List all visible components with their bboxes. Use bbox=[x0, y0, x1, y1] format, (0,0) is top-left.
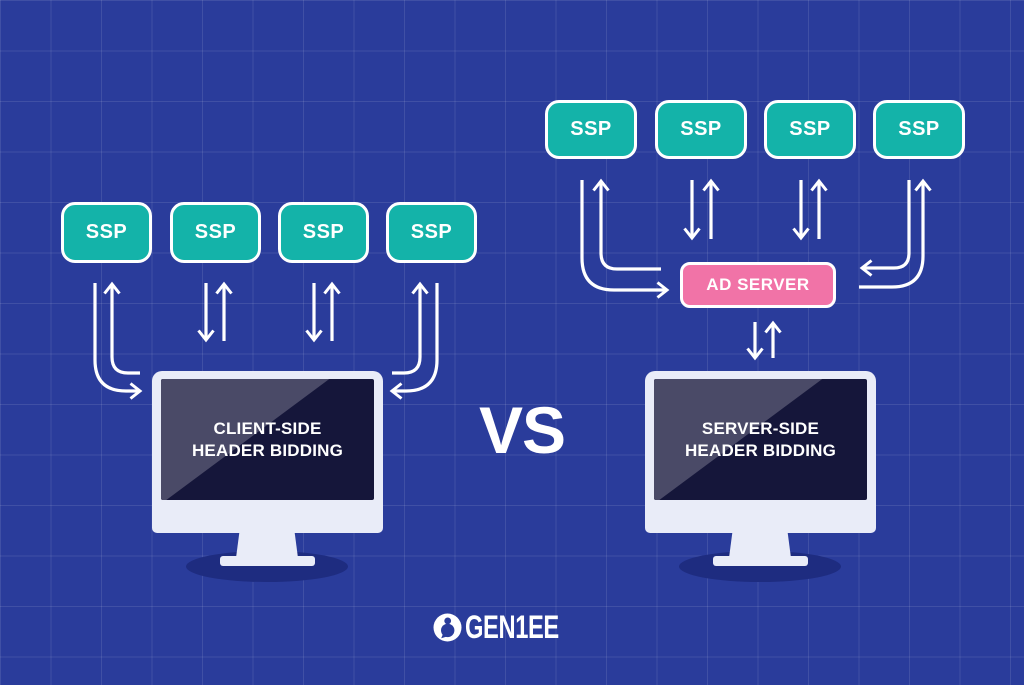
ssp-label: SSP bbox=[898, 118, 940, 140]
server-side-monitor: SERVER-SIDE HEADER BIDDING bbox=[645, 371, 876, 585]
monitor-screen: SERVER-SIDE HEADER BIDDING bbox=[654, 379, 867, 500]
label-line1: CLIENT-SIDE bbox=[213, 418, 322, 438]
right-ssp4-response-arrow bbox=[859, 178, 932, 289]
monitor-frame: CLIENT-SIDE HEADER BIDDING bbox=[152, 371, 383, 533]
right-ssp-box-4: SSP bbox=[873, 100, 965, 159]
monitor-stand-neck bbox=[729, 532, 791, 558]
left-ssp1-request-arrow bbox=[93, 283, 143, 400]
ssp-label: SSP bbox=[85, 221, 128, 243]
monitor-stand-base bbox=[220, 556, 315, 566]
label-line2: HEADER BIDDING bbox=[191, 440, 344, 460]
vs-label: VS bbox=[478, 393, 566, 467]
left-ssp-box-2: SSP bbox=[170, 202, 261, 263]
ssp-label: SSP bbox=[302, 221, 345, 243]
right-ssp-box-2: SSP bbox=[655, 100, 747, 159]
left-ssp-box-4: SSP bbox=[386, 202, 477, 263]
ssp-label: SSP bbox=[789, 118, 831, 140]
left-ssp4-request-arrow bbox=[389, 283, 439, 400]
ad-server-box: AD SERVER bbox=[680, 262, 836, 308]
left-ssp4-response-arrow bbox=[392, 281, 429, 375]
right-ssp1-response-arrow bbox=[592, 178, 661, 271]
ssp-label: SSP bbox=[680, 118, 722, 140]
monitor-screen: CLIENT-SIDE HEADER BIDDING bbox=[161, 379, 374, 500]
right-ssp1-request-arrow bbox=[580, 180, 670, 299]
ssp-label: SSP bbox=[194, 221, 237, 243]
monitor-frame: SERVER-SIDE HEADER BIDDING bbox=[645, 371, 876, 533]
brand-logo: GEN1EE bbox=[0, 609, 1024, 646]
left-ssp1-response-arrow bbox=[103, 281, 140, 375]
geniee-circle-icon bbox=[433, 613, 462, 642]
right-ssp4-request-arrow bbox=[859, 180, 911, 277]
monitor-stand-base bbox=[713, 556, 808, 566]
ssp-label: SSP bbox=[570, 118, 612, 140]
label-line2: HEADER BIDDING bbox=[684, 440, 837, 460]
left-ssp-box-3: SSP bbox=[278, 202, 369, 263]
monitor-stand-neck bbox=[236, 532, 298, 558]
client-side-label: CLIENT-SIDE HEADER BIDDING bbox=[192, 418, 343, 462]
client-side-monitor: CLIENT-SIDE HEADER BIDDING bbox=[152, 371, 383, 585]
right-ssp-box-1: SSP bbox=[545, 100, 637, 159]
ssp-label: SSP bbox=[410, 221, 453, 243]
left-ssp-box-1: SSP bbox=[61, 202, 152, 263]
brand-text: GEN1EE bbox=[464, 609, 559, 645]
server-side-label: SERVER-SIDE HEADER BIDDING bbox=[685, 418, 836, 462]
right-ssp-box-3: SSP bbox=[764, 100, 856, 159]
label-line1: SERVER-SIDE bbox=[701, 418, 820, 438]
ad-server-label: AD SERVER bbox=[706, 275, 810, 294]
